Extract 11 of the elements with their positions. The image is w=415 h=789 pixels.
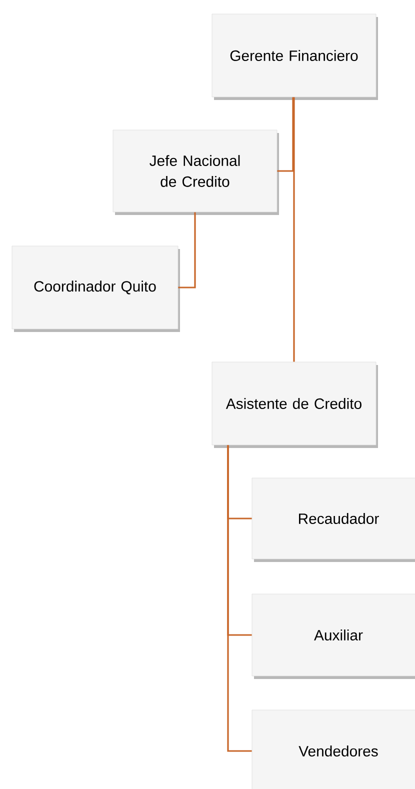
org-box: Asistente de Credito	[212, 362, 378, 448]
connector-line	[227, 445, 252, 752]
connector-line	[293, 97, 295, 362]
org-box: Recaudador	[252, 478, 415, 562]
org-box: Gerente Financiero	[212, 14, 378, 100]
connector-line	[178, 212, 196, 288]
org-box: Jefe Nacional de Credito	[112, 130, 279, 215]
org-box: Auxiliar	[252, 594, 415, 679]
connector-line	[277, 97, 294, 172]
org-box: Vendedores	[252, 710, 415, 789]
org-box: Coordinador Quito	[12, 246, 180, 332]
